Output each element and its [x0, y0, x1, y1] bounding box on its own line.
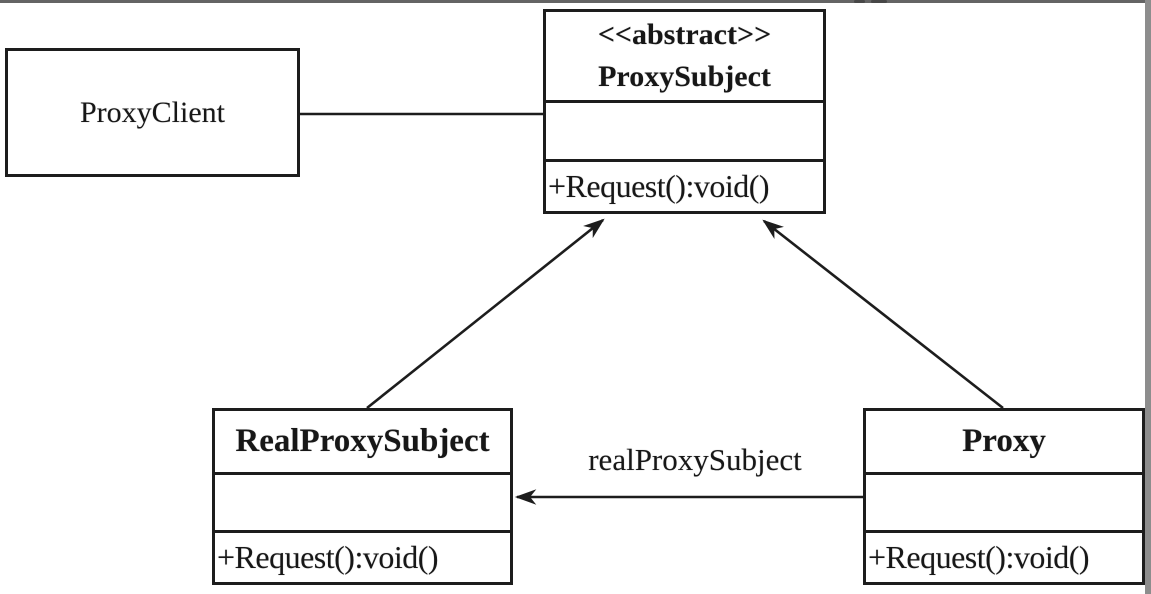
class-name: RealProxySubject — [235, 423, 490, 459]
generalization-arrow-proxy-to-proxysubject — [762, 219, 1004, 410]
class-name: ProxyClient — [79, 95, 225, 129]
methods-compartment: +Request():void() — [546, 159, 823, 211]
scan-artifact-mark — [854, 0, 865, 3]
class-box-realproxysubject: RealProxySubject +Request():void() — [212, 408, 513, 585]
generalization-arrow-realproxysubject-to-proxysubject — [366, 218, 605, 410]
right-border-strip — [1145, 0, 1151, 594]
class-stereotype: <<abstract>> — [597, 18, 772, 51]
class-name: ProxySubject — [598, 60, 771, 93]
class-box-proxy: Proxy +Request():void() — [863, 408, 1145, 585]
scan-artifact-mark — [871, 0, 887, 3]
class-box-proxysubject: <<abstract>> ProxySubject +Request():voi… — [543, 9, 826, 214]
class-name: Proxy — [962, 423, 1046, 459]
class-title-compartment: RealProxySubject — [215, 411, 510, 472]
class-title-compartment: <<abstract>> ProxySubject — [546, 12, 823, 100]
attributes-compartment — [546, 100, 823, 159]
methods-compartment: +Request():void() — [866, 530, 1142, 582]
attributes-compartment — [215, 472, 510, 530]
scan-artifact — [852, 0, 898, 5]
attributes-compartment — [866, 472, 1142, 530]
class-box-proxyclient: ProxyClient — [5, 48, 300, 177]
methods-compartment: +Request():void() — [215, 530, 510, 582]
association-label: realProxySubject — [588, 442, 802, 477]
top-border-line — [0, 0, 1151, 3]
class-title-compartment: Proxy — [866, 411, 1142, 472]
